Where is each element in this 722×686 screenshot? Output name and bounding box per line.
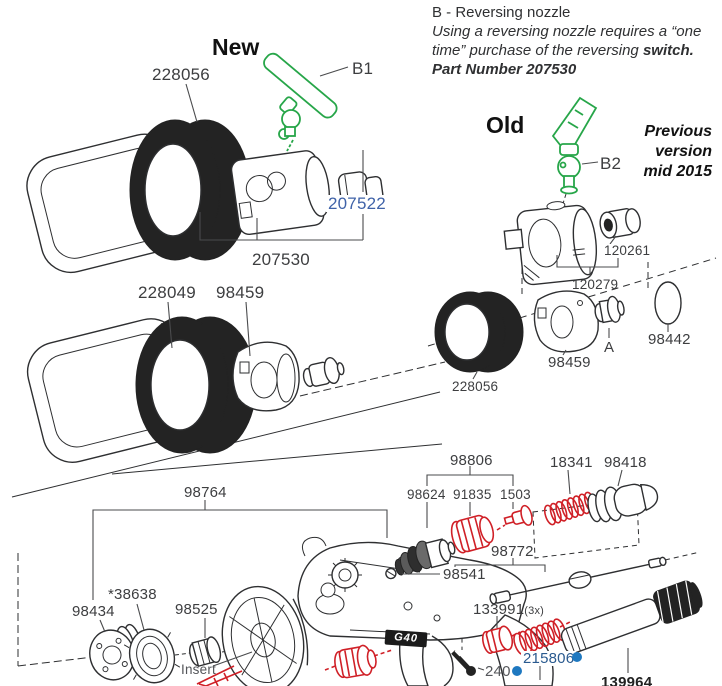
reversing-handle-b1 (263, 52, 338, 152)
callout-98418: 98418 (604, 454, 647, 471)
seat-98459-left (232, 341, 300, 412)
seal-38638 (123, 628, 181, 684)
callout-98525: 98525 (175, 601, 218, 618)
old-seal-a (594, 295, 625, 324)
callout-98764: 98764 (184, 484, 227, 501)
callout-a: A (604, 339, 615, 356)
red-tip-1503 (503, 504, 533, 526)
heading-new: New (212, 34, 260, 60)
nut-98525 (189, 636, 222, 668)
heading-old: Old (486, 112, 525, 138)
callout-228056-old: 228056 (452, 379, 499, 394)
previous-version-note: Previous version mid 2015 (643, 123, 712, 180)
tube-139964 (560, 580, 703, 654)
note-reversing-nozzle: B - Reversing nozzle Using a reversing n… (432, 4, 720, 80)
screw-240 (451, 650, 476, 676)
note-body-line1: Using a reversing nozzle requires a “one (432, 22, 702, 40)
callout-38638: *38638 (108, 586, 157, 603)
callout-98459-left: 98459 (216, 283, 265, 302)
gun-front-cap (221, 585, 309, 686)
red-nut-133991 (481, 625, 514, 654)
old-ring-228056 (434, 291, 524, 373)
callout-1503: 1503 (500, 487, 531, 502)
callout-b2: B2 (600, 154, 622, 173)
valve-stack-98624 (385, 538, 456, 580)
callout-98806: 98806 (450, 452, 493, 469)
callout-91835: 91835 (453, 487, 492, 502)
callout-139964: 139964 (601, 674, 653, 686)
valve-98418 (587, 483, 659, 523)
old-housing-120279 (503, 201, 598, 286)
note-title: B - Reversing nozzle (432, 4, 571, 21)
new-retaining-ring-228056 (129, 119, 251, 261)
note-part-number: Part Number 207530 (432, 60, 577, 78)
callout-98541: 98541 (443, 566, 486, 583)
callout-18341: 18341 (550, 454, 593, 471)
callout-207530: 207530 (252, 250, 310, 269)
ring-228049 (135, 316, 257, 454)
callout-98624: 98624 (407, 487, 446, 502)
callout-240: 240 (485, 663, 511, 680)
old-seat-98459 (533, 290, 599, 353)
callout-228056-new: 228056 (152, 65, 210, 84)
callout-228049: 228049 (138, 283, 196, 302)
callout-98459-old: 98459 (548, 354, 591, 371)
rod-98772 (489, 556, 667, 605)
valve-left (302, 357, 345, 388)
old-handle-b2 (551, 96, 598, 195)
o-ring-98442 (654, 281, 682, 325)
callout-207522: 207522 (326, 194, 388, 213)
callout-98772: 98772 (491, 543, 534, 560)
callout-98434: 98434 (70, 603, 117, 620)
callout-120279: 120279 (572, 277, 619, 292)
red-nut-91835 (450, 514, 495, 554)
callout-133991: 133991(3x) (473, 601, 545, 618)
gun-body (297, 536, 554, 686)
leader-lines (92, 66, 669, 680)
g40-badge: G40 (384, 629, 428, 648)
callout-b1: B1 (352, 59, 374, 78)
blue-dot-240 (512, 666, 522, 676)
blue-dot-215806 (572, 652, 582, 662)
callout-insert: Insert (181, 662, 216, 677)
callout-98442: 98442 (648, 331, 691, 348)
note-body-line2: time” purchase of the reversing switch. (432, 41, 694, 59)
callout-120261: 120261 (604, 243, 651, 258)
old-cylinder-120261 (599, 208, 641, 239)
new-nozzle-housing-207530 (230, 128, 330, 236)
red-packing-nut (334, 644, 377, 679)
callout-215806: 215806 (521, 650, 577, 667)
